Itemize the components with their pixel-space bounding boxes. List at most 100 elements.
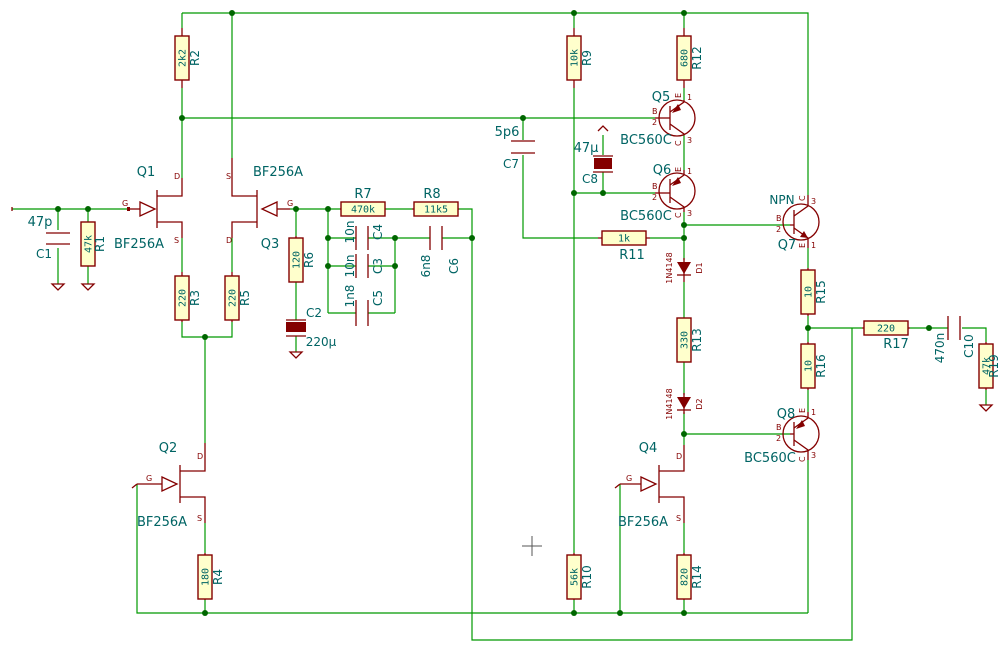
q2-pin-s: S [197, 514, 202, 523]
c7-ref: C7 [503, 157, 519, 171]
c3-value: 10n [343, 255, 357, 278]
resistor-r11: 1k R11 [598, 230, 650, 263]
q4-pin-g: G [626, 474, 632, 483]
r3-value: 220 [178, 289, 189, 307]
q8-ref: Q8 [777, 407, 796, 422]
r4-ref: R4 [211, 569, 225, 585]
q8-pin-c: C [798, 456, 807, 462]
r9-value: 10k [570, 49, 581, 67]
jfet-q1: G D S Q1 BF256A [114, 165, 183, 252]
c10-ref: C10 [962, 334, 976, 358]
q6-pin-c: C [674, 212, 683, 218]
r8-ref: R8 [423, 187, 440, 202]
q3-pin-g: G [287, 199, 293, 208]
q8-pin-2: 2 [776, 434, 781, 443]
bjt-q8: B 2 1 3 E C Q8 BC560C [744, 407, 820, 466]
q6-pin-3: 3 [687, 209, 692, 218]
resistor-r7: 470k R7 [340, 187, 386, 217]
r3-ref: R3 [188, 290, 202, 306]
c6-value: 6n8 [419, 255, 433, 278]
r12-value: 680 [680, 49, 691, 67]
q2-ref: Q2 [159, 441, 178, 456]
r15-ref: R15 [814, 280, 828, 304]
resistor-r14: 820 R14 [676, 553, 704, 600]
r16-value: 10 [804, 360, 815, 372]
q5-value: BC560C [620, 133, 672, 148]
c6-ref: C6 [447, 258, 461, 274]
bjt-q5: B 2 1 3 E C Q5 BC560C [620, 90, 696, 148]
c2-value: 220μ [306, 335, 337, 349]
r12-ref: R12 [690, 46, 704, 70]
capacitor-c10: 470n C10 [933, 316, 976, 363]
r14-value: 820 [680, 568, 691, 586]
r6-ref: R6 [302, 252, 316, 268]
q2-value: BF256A [137, 515, 187, 530]
resistor-r17: 220 R17 [862, 320, 910, 352]
q6-pin-e: E [674, 167, 683, 172]
r17-ref: R17 [883, 337, 909, 352]
c3-ref: C3 [371, 258, 385, 274]
q1-pin-s: S [174, 236, 179, 245]
q6-value: BC560C [620, 209, 672, 224]
q7-pin-e: E [798, 243, 807, 248]
resistor-r13: 330 R13 [676, 317, 704, 363]
r4-value: 180 [201, 568, 212, 586]
d2-value: 1N4148 [665, 388, 674, 419]
gate-input-ports [11, 207, 621, 489]
q5-pin-b: B [652, 107, 658, 116]
jfet-q3: G S D BF256A Q3 [226, 158, 303, 252]
q8-pin-1: 1 [811, 408, 816, 417]
c5-ref: C5 [371, 290, 385, 306]
ground-symbols [50, 283, 994, 412]
q5-pin-2: 2 [652, 118, 657, 127]
capacitor-c7: 5p6 C7 [495, 125, 535, 171]
wires [12, 12, 987, 641]
r13-ref: R13 [690, 328, 704, 352]
q1-ref: Q1 [137, 165, 156, 180]
r1-value: 47k [84, 235, 95, 253]
r9-ref: R9 [580, 50, 594, 66]
q7-value: NPN [769, 193, 794, 207]
q5-ref: Q5 [652, 90, 671, 105]
resistor-r4: 180 R4 [197, 553, 225, 600]
r14-ref: R14 [690, 565, 704, 589]
resistor-r3: 220 R3 [174, 272, 202, 322]
c1-ref: C1 [36, 247, 52, 261]
c8-ref: C8 [582, 172, 598, 186]
q7-ref: Q7 [778, 238, 797, 253]
d2-ref: D2 [695, 398, 704, 409]
r2-value: 2k2 [178, 49, 189, 67]
q6-ref: Q6 [653, 163, 672, 178]
resistor-r19: 47k R19 [978, 342, 999, 390]
q1-pin-g: G [122, 199, 128, 208]
resistor-r2: 2k2 R2 [174, 28, 202, 88]
r7-ref: R7 [354, 187, 371, 202]
q7-pin-1: 1 [811, 241, 816, 250]
c2-ref: C2 [306, 306, 322, 320]
q7-pin-2: 2 [776, 225, 781, 234]
r16-ref: R16 [814, 354, 828, 378]
r7-value: 470k [351, 205, 375, 216]
c4-value: 10n [343, 221, 357, 244]
bjt-q7: B 2 3 1 C E NPN Q7 [769, 193, 820, 253]
q4-pin-s: S [676, 514, 681, 523]
capacitor-c3: 10n C3 [343, 254, 385, 278]
q4-value: BF256A [618, 515, 668, 530]
c7-value: 5p6 [495, 125, 520, 140]
r11-value: 1k [618, 234, 630, 245]
q7-pin-b: B [776, 214, 782, 223]
q5-pin-3: 3 [687, 136, 692, 145]
q5-pin-c: C [674, 140, 683, 146]
q8-pin-3: 3 [811, 451, 816, 460]
q3-pin-s: S [226, 172, 231, 181]
r15-value: 10 [804, 286, 815, 298]
resistor-r16: 10 R16 [800, 342, 828, 390]
q1-value: BF256A [114, 237, 164, 252]
capacitor-c1: 47p C1 [28, 215, 70, 261]
bjt-q6: B 2 1 3 E C Q6 BC560C [620, 163, 696, 224]
q3-value: BF256A [253, 165, 303, 180]
jfet-q4: G D S Q4 BF256A [618, 441, 685, 530]
r19-value: 47k [982, 357, 993, 375]
q4-ref: Q4 [639, 441, 658, 456]
